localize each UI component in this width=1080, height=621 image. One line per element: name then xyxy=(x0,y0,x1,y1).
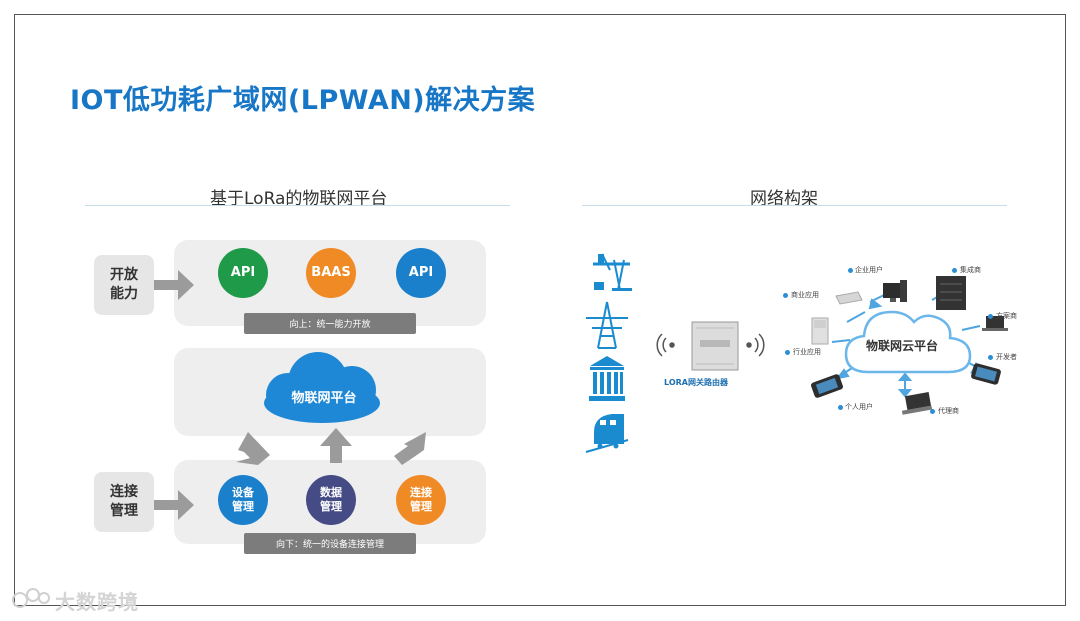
node-dot xyxy=(930,409,935,414)
gateway-label: LORA网关路由器 xyxy=(664,378,728,387)
agent-laptop-icon xyxy=(901,392,933,415)
train-icon xyxy=(585,414,629,453)
node-dot xyxy=(988,314,993,319)
node-dot xyxy=(785,350,790,355)
solution-provider-label: 方案商 xyxy=(996,312,1017,320)
arrow-up-icon xyxy=(394,432,426,465)
data-management-circle: 数据 管理 xyxy=(306,475,356,525)
right-section-title: 网络构架 xyxy=(750,189,818,209)
open-capability-label: 开放 能力 xyxy=(94,255,154,315)
right-section-divider xyxy=(582,205,1007,206)
bank-icon xyxy=(589,356,625,401)
enterprise-user-label: 企业用户 xyxy=(855,266,883,274)
agent-label: 代理商 xyxy=(938,407,959,415)
node-dot xyxy=(988,355,993,360)
connection-management-label: 连接 管理 xyxy=(94,472,154,532)
arrow-up-icon xyxy=(236,432,270,465)
industry-app-label: 行业应用 xyxy=(793,348,821,356)
integrator-label: 集成商 xyxy=(960,266,981,274)
server-rack-icon xyxy=(936,276,966,310)
developer-phone-icon xyxy=(971,363,1001,385)
commercial-app-label: 商业应用 xyxy=(791,291,819,299)
api-circle-right: API xyxy=(396,248,446,298)
commercial-device-icon xyxy=(835,291,863,305)
oil-pump-icon xyxy=(593,253,632,291)
node-dot xyxy=(783,293,788,298)
node-dot xyxy=(952,268,957,273)
open-capability-tag: 向上：统一能力开放 xyxy=(244,313,416,334)
api-circle-left: API xyxy=(218,248,268,298)
slide-title: IOT低功耗广域网(LPWAN)解决方案 xyxy=(70,85,536,116)
signal-right-icon xyxy=(746,333,765,357)
baas-circle: BAAS xyxy=(306,248,356,298)
power-tower-icon xyxy=(586,301,628,349)
gateway-router-icon xyxy=(691,321,739,371)
connection-management-circle: 连接 管理 xyxy=(396,475,446,525)
cloud-platform-label: 物联网云平台 xyxy=(866,339,939,353)
signal-left-icon xyxy=(656,333,675,357)
watermark-text: 大数跨境 xyxy=(55,590,139,614)
left-section-divider xyxy=(85,205,510,206)
arrow-right-icon xyxy=(154,490,194,520)
solution-laptop-icon xyxy=(982,316,1008,331)
device-management-circle: 设备 管理 xyxy=(218,475,268,525)
iot-platform-label: 物联网平台 xyxy=(291,391,357,406)
arrow-right-icon xyxy=(154,270,194,300)
developer-label: 开发者 xyxy=(996,353,1017,361)
network-cloud-icon xyxy=(844,310,972,374)
personal-user-label: 个人用户 xyxy=(845,403,873,411)
industry-device-icon xyxy=(811,317,829,345)
arrow-up-icon xyxy=(320,428,352,463)
node-dot xyxy=(838,405,843,410)
enterprise-computer-icon xyxy=(883,280,907,302)
personal-phone-icon xyxy=(811,374,843,398)
connection-management-tag: 向下：统一的设备连接管理 xyxy=(244,533,416,554)
node-dot xyxy=(848,268,853,273)
left-section-title: 基于LoRa的物联网平台 xyxy=(210,189,388,209)
